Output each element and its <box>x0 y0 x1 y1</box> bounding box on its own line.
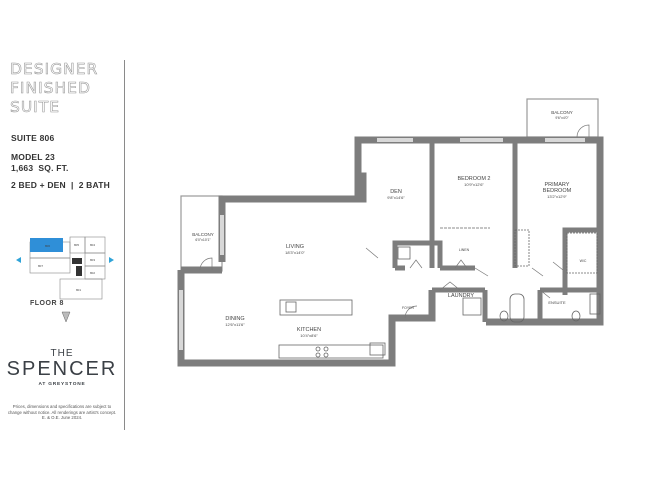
keyplan-highlight-unit <box>30 238 63 252</box>
door-icon <box>531 267 544 277</box>
keyplan-core <box>76 266 82 276</box>
wic-label: W/C <box>580 259 587 263</box>
windows <box>179 138 585 350</box>
headline-line-1: DESIGNER <box>10 60 99 79</box>
door-icon <box>365 247 379 259</box>
balcony-left-label: BALCONY <box>192 232 214 237</box>
suite-number: SUITE 806 <box>11 133 55 143</box>
kitchen-counter <box>278 344 384 359</box>
interior-walls <box>355 140 600 322</box>
door-icon <box>552 261 564 271</box>
north-arrow-icon <box>61 311 71 323</box>
living-label: LIVING <box>286 244 304 250</box>
ensuite-label: ENSUITE <box>548 300 566 305</box>
linen-shelf <box>397 246 411 260</box>
disclaimer: Prices, dimensions and specifications ar… <box>7 404 117 420</box>
closet-shelving <box>514 229 530 267</box>
primary-bedroom-label: PRIMARY <box>545 182 570 188</box>
arrow-right-icon <box>109 257 114 263</box>
kitchen-fixtures <box>278 227 601 359</box>
bedroom2-label: BEDROOM 2 <box>457 176 490 182</box>
exterior-walls <box>177 136 604 367</box>
keyplan-label: 804 <box>90 243 95 247</box>
model-number: MODEL 23 <box>11 152 55 162</box>
toilet-icon <box>499 310 509 322</box>
floor-label: FLOOR 8 <box>30 300 64 307</box>
washer-dryer-icon <box>462 297 482 316</box>
keyplan-unit <box>29 257 71 274</box>
headline: DESIGNER FINISHED SUITE <box>10 60 98 117</box>
cooktop-icon <box>315 346 321 352</box>
square-footage: 1,663 SQ. FT. <box>11 163 69 173</box>
room-labels: BALCONY 9'6"x4'0" BALCONY 6'0"x10'1" DEN… <box>192 110 587 338</box>
keyplan-label: 806 <box>45 244 50 248</box>
laundry-label: LAUNDRY <box>448 293 475 299</box>
balcony-top-label: BALCONY <box>551 110 573 115</box>
keyplan-unit <box>59 278 103 300</box>
door-icon <box>404 305 418 319</box>
primary-bedroom-label-2: BEDROOM <box>543 188 572 194</box>
keyplan-core <box>72 258 82 264</box>
shower-icon <box>589 293 601 315</box>
balcony-top-dim: 9'6"x4'0" <box>555 116 569 120</box>
dining-label: DINING <box>225 316 244 322</box>
toilet-icon <box>571 310 581 322</box>
sink-icon <box>285 301 297 313</box>
bed-bath-count: 2 BED + DEN | 2 BATH <box>11 180 110 190</box>
primary-bedroom-dim: 13'2"x12'9" <box>547 194 567 199</box>
brand-the: THE <box>50 348 74 359</box>
den-dim: 9'8"x14'6" <box>387 195 405 200</box>
keyplan-label: 807 <box>38 264 43 268</box>
door-icon <box>439 281 461 291</box>
door-swings <box>199 124 590 319</box>
bathtub-icon <box>509 293 525 323</box>
washer-icon <box>369 342 386 356</box>
keyplan-label: 801 <box>76 288 81 292</box>
keyplan-label: 805 <box>74 243 79 247</box>
door-icon <box>409 259 423 269</box>
foyer-label: FOYER <box>402 306 415 310</box>
door-icon <box>199 257 213 271</box>
divider <box>124 60 125 430</box>
door-icon <box>539 289 551 299</box>
kitchen-dim: 10'4"x8'6" <box>300 333 318 338</box>
brand-subtitle: AT GREYSTONE <box>38 382 86 387</box>
keyplan-label: 802 <box>90 271 95 275</box>
headline-line-2: FINISHED <box>10 79 91 98</box>
linen-label: LINEN <box>459 248 470 252</box>
den-label: DEN <box>390 189 402 195</box>
living-dim: 18'3"x14'0" <box>285 250 305 255</box>
bedroom2-dim: 10'9"x12'6" <box>464 182 484 187</box>
dining-dim: 12'6"x11'6" <box>225 322 245 327</box>
keyplan: 806 805 804 807 803 802 801 <box>16 236 114 323</box>
headline-line-3: SUITE <box>10 98 61 117</box>
door-icon <box>454 259 468 269</box>
door-icon <box>474 267 489 277</box>
balcony-left-dim: 6'0"x10'1" <box>195 238 211 242</box>
door-icon <box>576 124 590 138</box>
closet-shelving <box>566 232 598 274</box>
arrow-left-icon <box>16 257 21 263</box>
kitchen-label: KITCHEN <box>297 327 321 333</box>
brand-logo: SPENCER <box>6 358 118 380</box>
keyplan-label: 803 <box>90 258 95 262</box>
kitchen-island <box>279 299 353 316</box>
